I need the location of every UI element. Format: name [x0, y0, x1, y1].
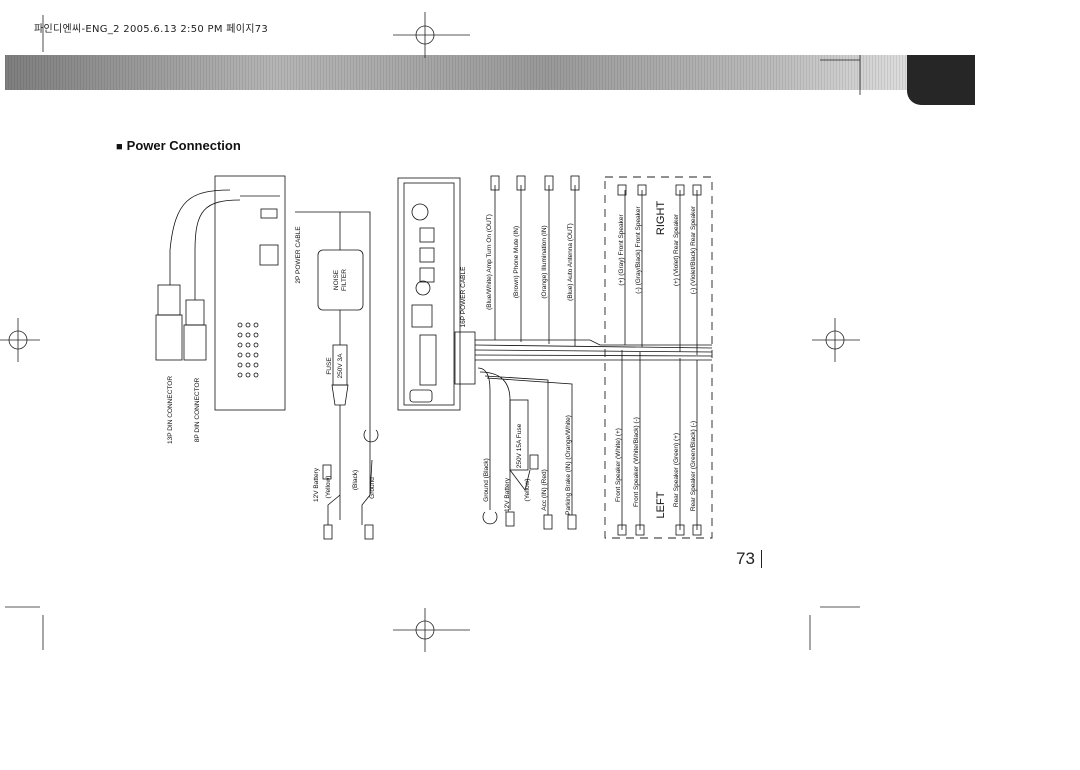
label-acc: Acc (IN) (Red) — [541, 469, 548, 511]
label-yellow-mid: (Yellow) — [524, 479, 531, 502]
label-right-rear-plus: (+) (Violet) Rear Speaker — [673, 213, 680, 286]
label-12v-battery-mid: 12V Battery — [504, 477, 511, 512]
label-right: RIGHT — [655, 201, 667, 236]
label-16p-power-cable: 16P POWER CABLE — [460, 266, 467, 328]
vent-holes — [237, 322, 259, 378]
print-slug: 파인디엔씨-ENG_2 2005.6.13 2:50 PM 페이지73 — [34, 24, 269, 35]
label-fuse-rating: 250V 3A — [337, 353, 344, 379]
label-2p-power-cable: 2P POWER CABLE — [295, 226, 302, 284]
middle-unit-labels: 16P POWER CABLE (Blue/White) Amp Turn On… — [460, 214, 574, 515]
page-number: 73 — [736, 549, 755, 568]
speaker-group-dashed-box — [604, 176, 713, 539]
label-13p-din-connector: 13P DIN CONNECTOR — [167, 376, 174, 444]
label-right-rear-minus: (-) (Violet/Black) Rear Speaker — [690, 205, 697, 294]
registration-marks — [0, 12, 861, 652]
chapter-tab — [907, 55, 975, 105]
label-noise-filter-2: FILTER — [341, 269, 348, 291]
label-right-front-plus: (+) (Gray) Front Speaker — [618, 213, 625, 285]
bullet-icon: ■ — [116, 141, 123, 153]
label-left-rear-plus: Rear Speaker (Green) (+) — [673, 433, 680, 507]
label-8p-din-connector: 8P DIN CONNECTOR — [194, 377, 201, 442]
head-unit-side-view — [155, 175, 379, 540]
page-number-rule — [761, 550, 762, 568]
label-amp-turn-on: (Blue/White) Amp Turn On (OUT) — [486, 214, 493, 310]
label-left-rear-minus: Rear Speaker (Green/Black) (-) — [690, 421, 697, 511]
label-parking-brake: Parking Brake (IN) (Orange/White) — [565, 415, 572, 515]
label-right-front-minus: (-) (Gray/Black) Front Speaker — [635, 205, 642, 293]
speaker-labels: (+) (Gray) Front Speaker (-) (Gray/Black… — [615, 201, 697, 519]
label-12v-battery: 12V Battery — [313, 467, 320, 502]
label-noise-filter-1: NOISE — [333, 269, 340, 290]
label-fuse: FUSE — [326, 357, 333, 375]
section-title-text: Power Connection — [126, 138, 241, 153]
header-band — [5, 55, 907, 90]
label-yellow: (Yellow) — [325, 476, 332, 499]
label-illumination: (Orange) Illumination (IN) — [541, 225, 548, 298]
label-left-front-minus: Front Speaker (White/Black) (-) — [633, 417, 640, 507]
label-left: LEFT — [655, 491, 667, 518]
label-auto-antenna: (Blue) Auto Antenna (OUT) — [567, 223, 574, 301]
label-left-front-plus: Front Speaker (White) (+) — [615, 428, 622, 502]
label-black: (Black) — [352, 470, 359, 490]
head-unit-rear-view — [397, 175, 713, 536]
section-title: ■Power Connection — [116, 138, 241, 153]
label-ground-black: Ground (Black) — [483, 458, 490, 502]
label-15a-fuse: 250V 15A Fuse — [516, 423, 523, 468]
label-phone-mute: (Brown) Phone Mute (IN) — [513, 226, 520, 298]
label-ground: Ground — [369, 477, 376, 499]
left-unit-labels: 13P DIN CONNECTOR 8P DIN CONNECTOR 2P PO… — [167, 226, 376, 502]
